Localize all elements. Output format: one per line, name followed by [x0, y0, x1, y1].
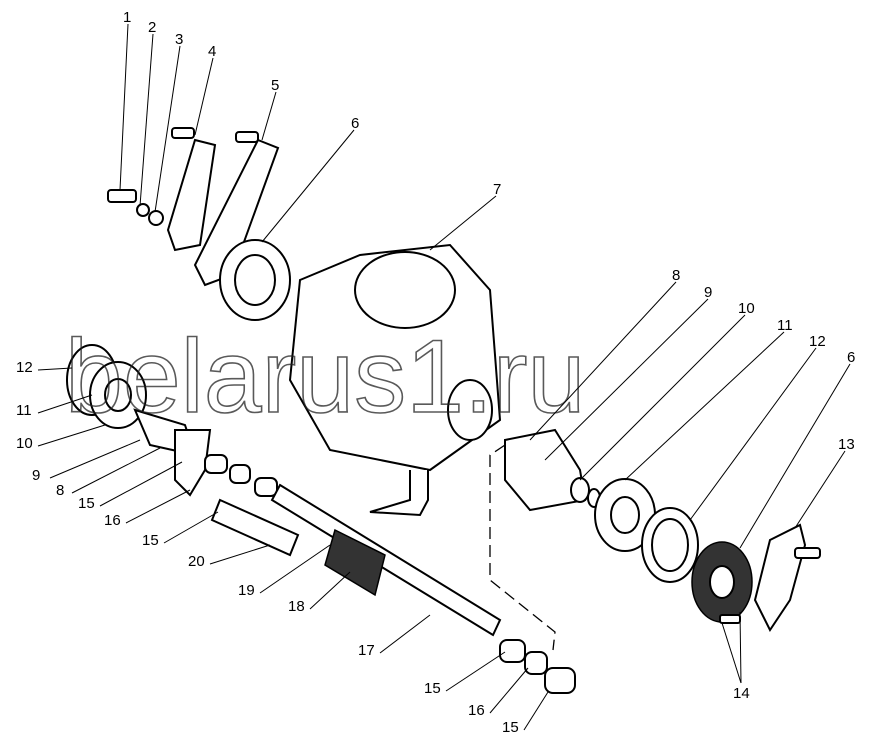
parts-drawing	[66, 127, 821, 694]
callout: 15	[78, 495, 95, 512]
callout: 6	[351, 115, 359, 132]
callout: 10	[738, 300, 755, 317]
washer	[148, 210, 164, 226]
housing-bore	[354, 251, 456, 329]
shaft-17	[270, 483, 502, 637]
bushing	[524, 651, 548, 675]
callout: 14	[733, 685, 750, 702]
lever-pin	[794, 547, 821, 559]
callout: 1	[123, 9, 131, 26]
lever-5	[193, 138, 280, 287]
callout: 9	[32, 467, 40, 484]
seal-inner	[234, 254, 276, 306]
callout: 8	[56, 482, 64, 499]
callout: 16	[468, 702, 485, 719]
callout: 9	[704, 284, 712, 301]
pin-20	[210, 498, 300, 557]
seal-inner	[709, 565, 735, 599]
callout: 7	[493, 181, 501, 198]
lever-pin	[171, 127, 195, 139]
bushing	[254, 477, 278, 497]
callout: 3	[175, 31, 183, 48]
bushing	[499, 639, 526, 663]
callout: 12	[16, 359, 33, 376]
callout: 4	[208, 43, 216, 60]
callout: 5	[271, 77, 279, 94]
callout: 15	[142, 532, 159, 549]
callout: 12	[809, 333, 826, 350]
callout: 19	[238, 582, 255, 599]
callout: 6	[847, 349, 855, 366]
bolt-14	[719, 614, 741, 624]
callouts: 1 2 3 4 5 6 7 8 9 10 11 12 6 13 12 11 10…	[16, 9, 855, 736]
washer	[136, 203, 150, 217]
callout: 15	[502, 719, 519, 736]
callout: 8	[672, 267, 680, 284]
callout: 13	[838, 436, 855, 453]
ring-inner	[651, 518, 689, 572]
callout: 18	[288, 598, 305, 615]
bushing	[229, 464, 251, 484]
callout: 15	[424, 680, 441, 697]
callout: 11	[16, 402, 32, 419]
lever-4	[166, 138, 217, 252]
bearing-inner	[104, 378, 132, 412]
bushing	[204, 454, 228, 474]
lever-lower	[174, 429, 212, 497]
bushing	[544, 667, 576, 694]
bearing-inner	[610, 496, 640, 534]
ring-9	[570, 477, 590, 503]
housing-bore-side	[447, 379, 493, 441]
lever-13	[753, 523, 807, 632]
leader-lines	[37, 23, 851, 731]
callout: 16	[104, 512, 121, 529]
watermark: belarus1.ru	[65, 319, 585, 435]
callout: 17	[358, 642, 375, 659]
bolt	[107, 189, 137, 203]
lever-pin	[235, 131, 259, 143]
callout: 2	[148, 19, 156, 36]
splined-gear-18	[324, 528, 386, 597]
housing-bracket	[369, 470, 429, 517]
callout: 10	[16, 435, 33, 452]
callout: 20	[188, 553, 205, 570]
callout: 11	[777, 317, 793, 334]
